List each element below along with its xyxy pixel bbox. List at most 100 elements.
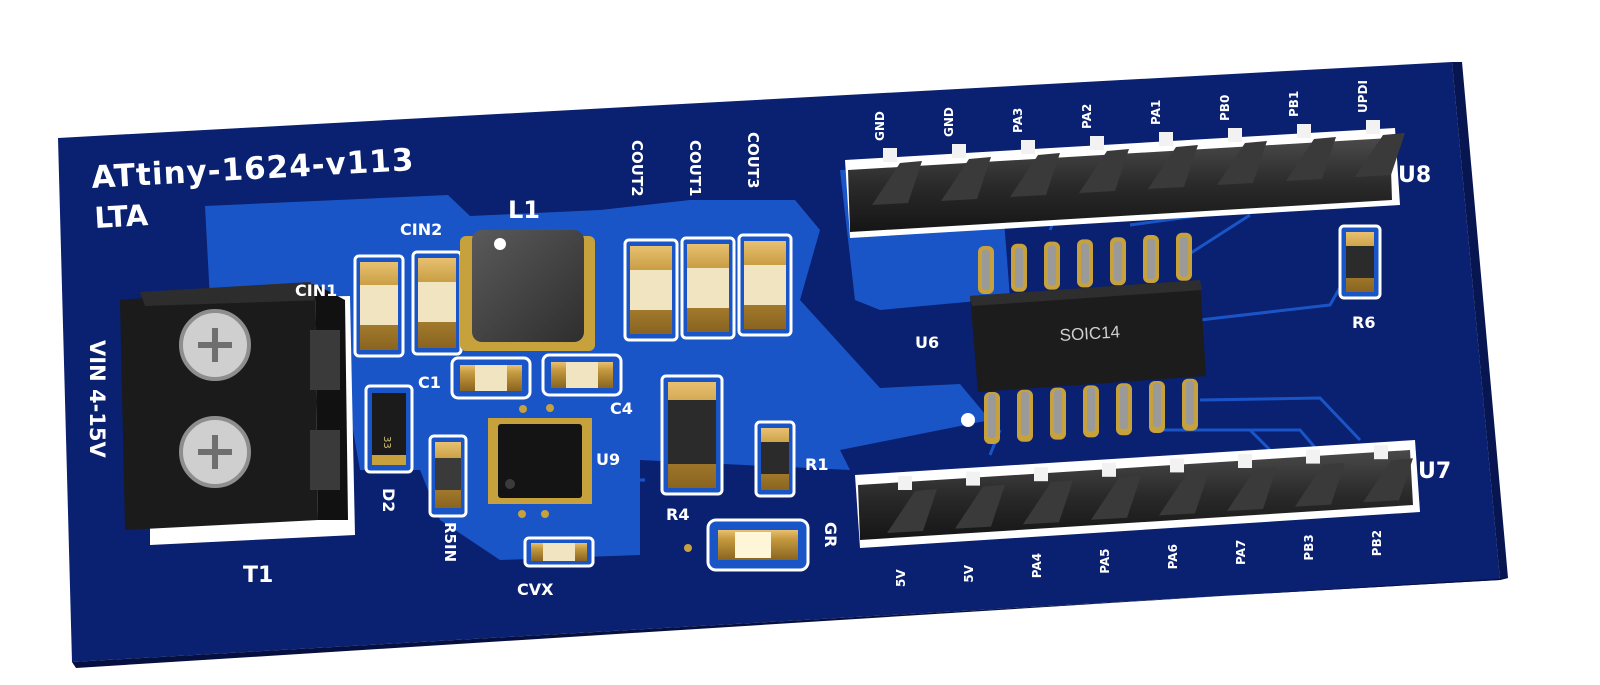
label-cout1: COUT1 [686, 140, 704, 197]
header-pin [1228, 128, 1242, 142]
d2-marking: 33 [381, 436, 392, 449]
led-gr [684, 518, 810, 572]
cap-cout3 [737, 233, 793, 337]
label-cin2: CIN2 [400, 220, 442, 239]
header-pin [952, 144, 966, 158]
soic-pin-lead [1180, 236, 1188, 277]
header-pin-label: PA2 [1080, 104, 1094, 129]
cap-cin1 [353, 254, 405, 358]
label-c4: C4 [610, 399, 633, 418]
header-pin-housing [941, 157, 991, 201]
soic-pin-lead [1153, 383, 1161, 427]
cap-c4 [541, 353, 623, 397]
cap-cout2 [623, 238, 679, 342]
header-pin-label: PA3 [1011, 108, 1025, 133]
u6-package: SOIC14 [1059, 322, 1121, 345]
soic-pin-lead [988, 394, 996, 438]
header-pin [1297, 124, 1311, 138]
header-pin [1238, 454, 1252, 468]
header-pin-housing [1217, 141, 1267, 185]
resistor-r6 [1338, 224, 1382, 300]
ic-u6-body [961, 280, 1206, 427]
cap-cin2 [411, 250, 463, 356]
header-pin [1102, 462, 1116, 477]
label-u7: U7 [1418, 459, 1451, 484]
header-pin [966, 471, 980, 486]
header-pin-label: PA5 [1098, 548, 1112, 573]
soic-pin-lead [1048, 245, 1056, 286]
header-pin [898, 476, 912, 490]
header-pin-housing [1091, 475, 1141, 520]
header-pin-housing [1363, 458, 1413, 503]
label-d2: D2 [379, 488, 398, 512]
header-pin-label: PA4 [1030, 553, 1044, 578]
cap-cout1 [680, 236, 736, 340]
label-cin1: CIN1 [295, 281, 337, 300]
cap-c1 [450, 356, 532, 400]
diode-d2: 33 [364, 384, 414, 474]
header-pin-housing [1286, 137, 1336, 181]
resistor-r5in [428, 434, 468, 518]
header-pin-housing [872, 161, 922, 205]
cap-cvx [523, 536, 595, 568]
header-pin [883, 148, 897, 162]
resistor-r4 [660, 374, 724, 496]
header-pin-housing [1023, 480, 1073, 525]
soic-pin-lead [1186, 380, 1194, 425]
header-pin-housing [887, 489, 937, 533]
soic-pin-lead [1081, 243, 1089, 284]
header-pin [1159, 132, 1173, 146]
header-pin [1306, 449, 1320, 464]
label-cvx: CVX [517, 580, 554, 599]
header-pin-label: UPDI [1356, 80, 1370, 113]
ic-u9 [488, 404, 592, 518]
header-pin-housing [1295, 462, 1345, 507]
label-r4: R4 [666, 505, 689, 524]
soic-pin-lead [1114, 241, 1122, 282]
soic-pin-lead [1054, 389, 1062, 434]
header-pin-housing [1355, 133, 1405, 177]
header-pin [1170, 458, 1184, 473]
vin-label: VIN 4-15V [85, 340, 109, 459]
soic-pin-lead [1120, 385, 1128, 430]
label-r5in: R5IN [441, 522, 459, 562]
header-pin-label: 5V [962, 564, 976, 582]
ic-u6 [978, 232, 1198, 444]
label-cout3: COUT3 [744, 132, 762, 189]
logo-text: LTA [93, 198, 149, 235]
label-l1: L1 [508, 196, 540, 224]
resistor-r1 [754, 420, 796, 498]
header-pin [1374, 445, 1388, 460]
header-pin-label: 5V [894, 569, 908, 587]
header-pin [1090, 136, 1104, 150]
terminal-block-t1 [120, 282, 355, 545]
label-u8: U8 [1398, 163, 1431, 188]
header-pin-label: PB0 [1218, 95, 1232, 121]
header-pin-label: GND [942, 107, 956, 137]
header-pin-housing [1227, 467, 1277, 511]
soic-pin-lead [982, 250, 990, 290]
soic-pin-lead [1087, 387, 1095, 432]
label-t1: T1 [243, 563, 273, 588]
header-pin-label: PB2 [1370, 530, 1384, 556]
label-cout2: COUT2 [628, 140, 646, 197]
soic-pin-lead [1015, 247, 1023, 288]
header-pin-label: PA1 [1149, 100, 1163, 125]
label-gr: GR [821, 522, 840, 547]
header-pin-label: PA6 [1166, 544, 1180, 569]
logo: LTA [93, 198, 149, 235]
label-r1: R1 [805, 455, 828, 474]
header-pin-housing [1010, 153, 1060, 197]
label-u6: U6 [915, 333, 939, 352]
header-pin-label: GND [873, 111, 887, 141]
header-pin-label: PB3 [1302, 534, 1316, 560]
header-u7 [855, 440, 1420, 548]
header-pin-housing [1079, 149, 1129, 193]
inductor-l1 [460, 230, 595, 351]
label-u9: U9 [596, 450, 620, 469]
soic-pin-lead [1021, 391, 1029, 436]
header-pin [1366, 120, 1380, 134]
